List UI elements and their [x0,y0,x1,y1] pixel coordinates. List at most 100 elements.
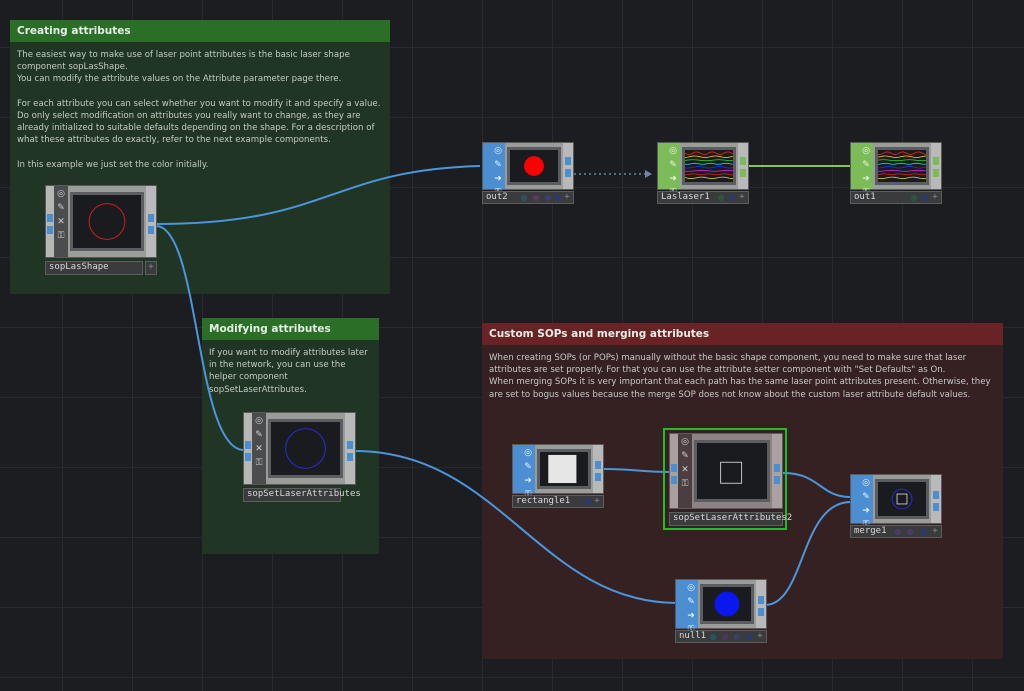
output-port[interactable] [347,441,353,449]
arrow-icon[interactable]: ➜ [862,174,870,184]
node-merge1[interactable]: ◎ ✎ ➜ ⚿ merge1 + [850,474,942,538]
viewer-icon[interactable]: ◎ [681,437,689,447]
output-port[interactable] [774,464,780,472]
node-sopsetlaserattributes2[interactable]: ◎ ✎ ✕ ⚿ sopSetLaserAttributes2 [669,433,792,526]
wire-null1-to-merge1[interactable] [764,501,851,606]
node-name[interactable]: Laslaser1 + [657,191,749,204]
input-port[interactable] [47,226,53,234]
add-button[interactable]: + [739,192,745,202]
waveform-channel [685,155,733,158]
edit-icon[interactable]: ✎ [687,597,695,607]
node-preview [700,584,754,624]
node-name[interactable]: merge1 + [850,525,942,538]
output-port[interactable] [933,491,939,499]
node-name[interactable]: rectangle1 + [512,495,604,508]
annotation-body: If you want to modify attributes later i… [209,348,368,395]
node-null1[interactable]: ◎ ✎ ➜ ⚿ null1 + [675,579,767,643]
arrow-icon[interactable]: ➜ [669,174,677,184]
viewer-icon[interactable]: ◎ [494,146,502,156]
edit-icon[interactable]: ✎ [524,462,532,472]
node-preview [268,419,343,478]
node-soplasshape[interactable]: ◎ ✎ ✕ ⚿ sopLasShape + [45,185,157,275]
lock-icon[interactable]: ⚿ [255,458,263,468]
viewer-icon[interactable]: ◎ [255,416,263,426]
edit-icon[interactable]: ✎ [681,451,689,461]
bypass-icon[interactable]: ✕ [255,444,263,454]
viewer-icon[interactable]: ◎ [862,146,870,156]
lock-icon[interactable]: ⚿ [681,479,689,489]
output-port[interactable] [933,169,939,177]
input-port[interactable] [677,598,684,608]
node-rectangle1[interactable]: ◎ ✎ ➜ ⚿ rectangle1 + [512,444,604,508]
viewer-icon[interactable]: ◎ [57,189,65,199]
output-port[interactable] [148,214,154,222]
waveform-channel [685,159,733,162]
output-port[interactable] [740,157,746,165]
input-port[interactable] [671,464,677,472]
output-port[interactable] [595,473,601,481]
viewer-icon[interactable]: ◎ [862,478,870,488]
edit-icon[interactable]: ✎ [494,160,502,170]
add-button[interactable]: + [564,192,570,202]
node-sopsetlaserattributes[interactable]: ◎ ✎ ✕ ⚿ sopSetLaserAttributes [243,412,361,502]
node-out2[interactable]: ◎ ✎ ➜ ⚿ out2 + [482,142,574,204]
annotation-title: Modifying attributes [202,318,379,340]
output-port[interactable] [933,157,939,165]
wire-soplasshape-to-out2[interactable] [155,165,481,225]
node-preview [875,479,929,519]
edit-icon[interactable]: ✎ [669,160,677,170]
node-name[interactable]: out2 + [482,191,574,204]
output-port[interactable] [740,169,746,177]
arrow-icon[interactable]: ➜ [494,174,502,184]
output-port[interactable] [595,461,601,469]
output-port[interactable] [774,476,780,484]
node-name[interactable]: out1 + [850,191,942,204]
wire-sopsetlaserattributes2-to-merge1[interactable] [782,472,851,498]
node-out1[interactable]: ◎ ✎ ➜ ⚿ out1 + [850,142,942,204]
node-laslaser1[interactable]: ◎ ✎ ➜ ⚿ Laslaser1 + [657,142,749,204]
viewer-icon[interactable]: ◎ [669,146,677,156]
waveform-channel [685,176,733,179]
input-port[interactable] [245,453,251,461]
wire-rectangle1-to-sopsetlaserattributes2[interactable] [603,468,671,473]
output-port[interactable] [565,157,571,165]
viewer-icon[interactable]: ◎ [524,448,532,458]
blue-circle-outline-icon [891,488,913,510]
arrow-icon[interactable]: ➜ [862,506,870,516]
output-port[interactable] [347,453,353,461]
lock-icon[interactable]: ⚿ [57,231,65,241]
output-port[interactable] [758,596,764,604]
arrow-icon[interactable]: ➜ [687,611,695,621]
input-port[interactable] [47,214,53,222]
add-button[interactable]: + [932,526,938,536]
add-button[interactable]: + [145,261,157,275]
wire-soplasshape-to-sopsetlaserattributes[interactable] [155,225,245,451]
edit-icon[interactable]: ✎ [57,203,65,213]
add-button[interactable]: + [932,192,938,202]
arrow-icon[interactable]: ➜ [524,476,532,486]
node-name[interactable]: null1 + [675,630,767,643]
node-name[interactable]: sopLasShape [45,261,143,275]
output-port[interactable] [758,608,764,616]
output-port[interactable] [933,503,939,511]
input-port[interactable] [671,476,677,484]
input-port[interactable] [245,441,251,449]
node-icon-column: ◎ ✎ ✕ ⚿ [678,434,692,508]
viewer-icon[interactable]: ◎ [687,583,695,593]
edit-icon[interactable]: ✎ [862,492,870,502]
bypass-icon[interactable]: ✕ [681,465,689,475]
output-port[interactable] [148,226,154,234]
input-port[interactable] [852,493,859,505]
node-name[interactable]: sopSetLaserAttributes2 [669,512,792,526]
waveform-channel [878,151,926,155]
output-port[interactable] [565,169,571,177]
add-button[interactable]: + [594,496,600,506]
edit-icon[interactable]: ✎ [862,160,870,170]
red-circle-outline-icon [88,203,126,240]
add-button[interactable]: + [757,631,763,641]
wire-sopsetlaserattributes-to-null1[interactable] [354,450,677,604]
edit-icon[interactable]: ✎ [255,430,263,440]
node-name[interactable]: sopSetLaserAttributes [243,488,361,502]
bypass-icon[interactable]: ✕ [57,217,65,227]
annotation-body: When creating SOPs (or POPs) manually wi… [489,353,991,400]
